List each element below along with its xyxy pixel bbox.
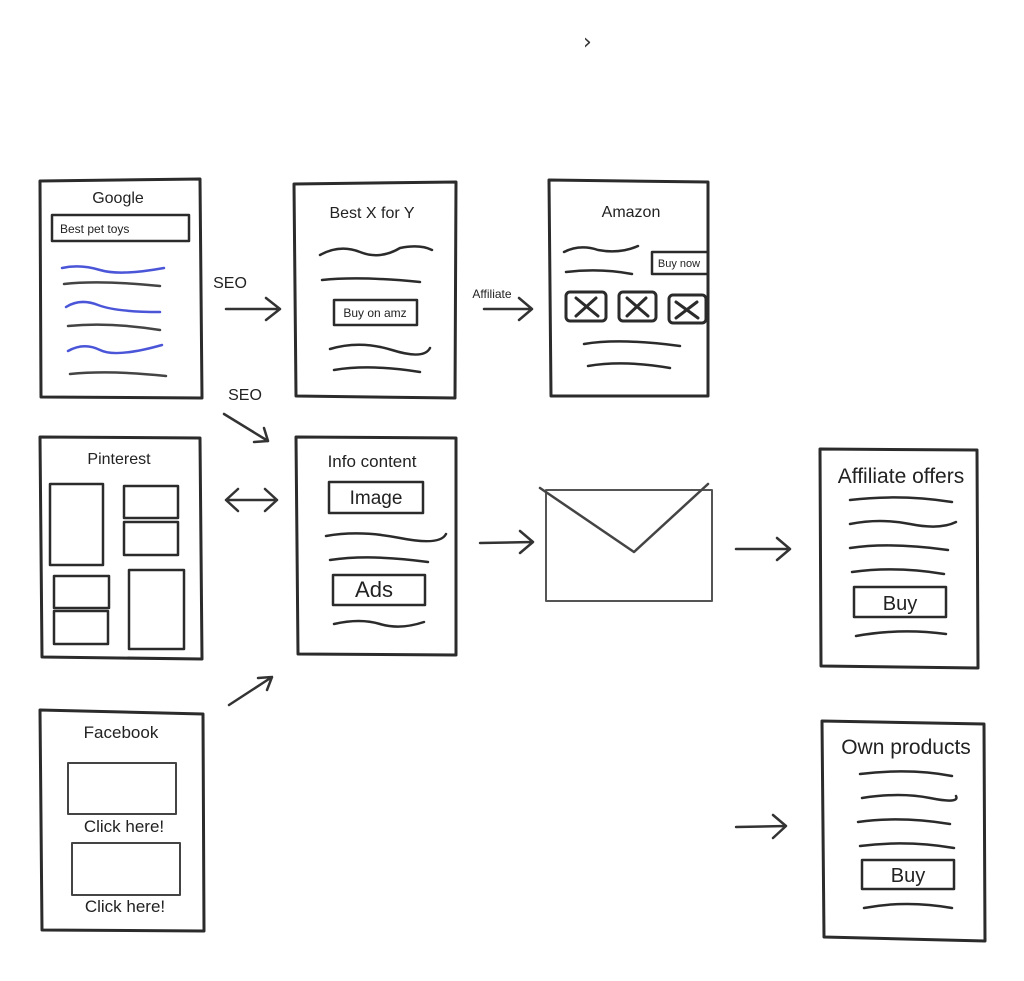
facebook-cta-1: Click here!	[84, 817, 164, 836]
own-title: Own products	[841, 736, 971, 759]
amazon-product-thumbnails	[564, 290, 708, 325]
best-title: Best X for Y	[329, 205, 414, 222]
google-page	[38, 177, 204, 400]
pinterest-page	[38, 435, 204, 661]
facebook-cta-2: Click here!	[85, 897, 165, 916]
info-content-page	[294, 435, 458, 657]
arrow-to-own-products	[734, 813, 788, 840]
best-button-label: Buy on amz	[343, 306, 406, 320]
facebook-ad-1	[67, 762, 177, 815]
edge-label-seo-2: SEO	[228, 387, 262, 404]
arrow-facebook-info	[227, 675, 274, 707]
arrow-google-best	[224, 296, 282, 322]
google-search-box	[50, 213, 191, 243]
best-page	[292, 180, 458, 400]
pinterest-title: Pinterest	[87, 451, 151, 468]
google-title: Google	[92, 190, 144, 207]
facebook-ad-2	[71, 842, 181, 896]
affiliate-buy-button	[852, 585, 948, 619]
arrow-info-email	[478, 529, 535, 555]
info-image-placeholder	[327, 480, 425, 515]
own-products-page	[820, 719, 987, 943]
arrow-pinterest-info	[224, 487, 279, 513]
info-image-label: Image	[350, 488, 403, 509]
amazon-title: Amazon	[602, 204, 661, 221]
edge-label-seo-1: SEO	[213, 275, 247, 292]
flow-arrows	[222, 296, 792, 840]
buy-on-amz-button	[332, 298, 419, 327]
offers-buy-label: Buy	[883, 593, 917, 615]
buy-now-button	[650, 250, 710, 276]
info-ads-label: Ads	[355, 577, 393, 602]
own-buy-button	[860, 858, 956, 891]
info-ads-block	[331, 573, 427, 607]
edge-label-affiliate: Affiliate	[472, 287, 511, 301]
chevron-right-icon[interactable]: ›	[583, 30, 592, 55]
arrow-best-amazon	[482, 296, 534, 322]
arrow-google-info	[222, 412, 270, 444]
facebook-title: Facebook	[84, 723, 159, 742]
amazon-page	[547, 178, 710, 398]
arrow-email-offers	[734, 536, 792, 562]
email-envelope-icon	[538, 482, 713, 602]
own-buy-label: Buy	[891, 865, 925, 887]
affiliate-offers-page	[818, 447, 980, 670]
offers-title: Affiliate offers	[838, 465, 964, 488]
google-search-value: Best pet toys	[60, 222, 129, 236]
labels: Google Best pet toys Best X for Y Buy on…	[60, 190, 971, 916]
google-blue-links	[60, 265, 166, 355]
info-title: Info content	[328, 452, 417, 471]
facebook-page	[38, 708, 206, 933]
amazon-button-label: Buy now	[658, 258, 700, 270]
pinterest-pins	[48, 482, 186, 651]
